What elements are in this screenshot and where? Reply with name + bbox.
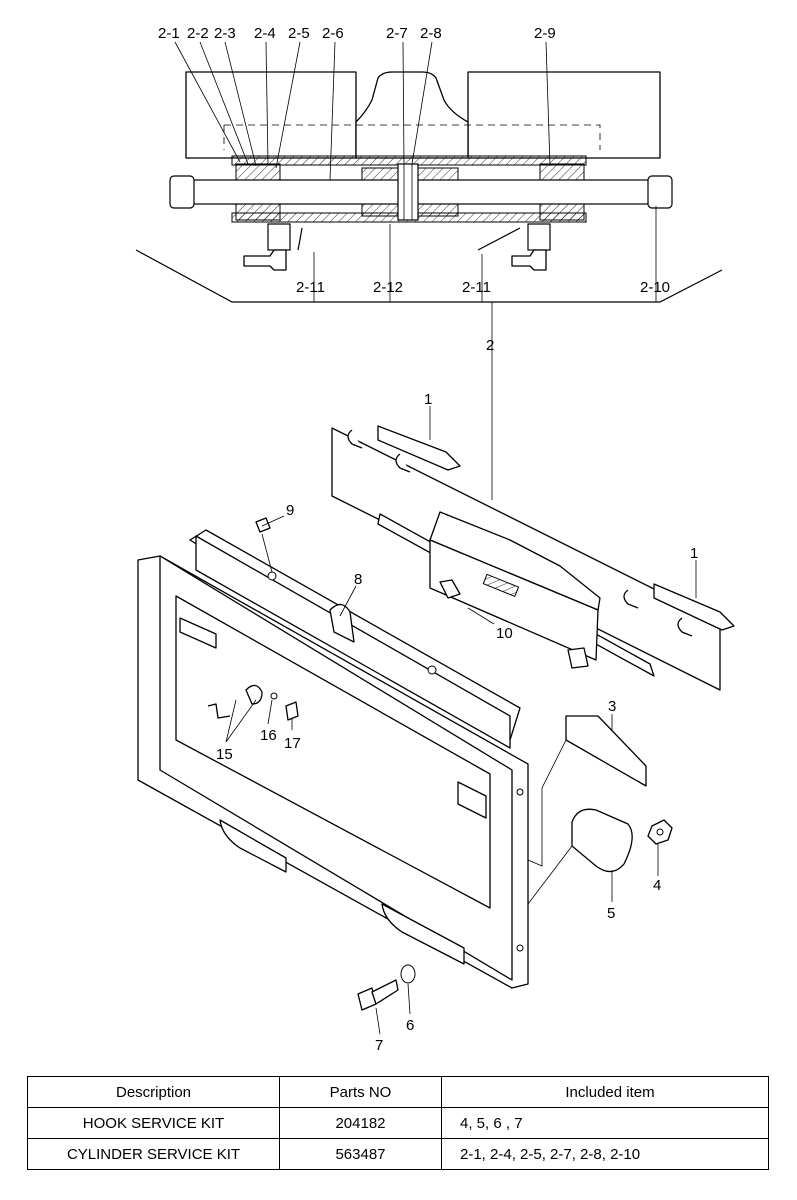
callout-2-8: 2-8 [420,25,442,42]
exploded-callout-labels: 1 1 9 8 10 3 15 16 17 4 5 6 7 [216,391,698,1054]
row-parts-no: 563487 [279,1138,442,1170]
row-description: CYLINDER SERVICE KIT [27,1138,280,1170]
callout-16: 16 [260,727,277,744]
row-included-item: 2-1, 2-4, 2-5, 2-7, 2-8, 2-10 [441,1138,769,1170]
callout-2-1: 2-1 [158,25,180,42]
header-parts-no: Parts NO [279,1076,442,1108]
table-row: HOOK SERVICE KIT 204182 4, 5, 6 , 7 [27,1107,769,1139]
cylinder-section-view [135,71,723,303]
top-callout-labels: 2-1 2-2 2-3 2-4 2-5 2-6 2-7 2-8 2-9 2-11… [158,25,670,354]
row-description: HOOK SERVICE KIT [27,1107,280,1139]
callout-7: 7 [375,1037,383,1054]
sideshift-cylinder-assembly [377,511,655,677]
callout-10: 10 [496,625,513,642]
row-parts-no: 204182 [279,1107,442,1139]
callout-5: 5 [607,905,615,922]
callout-2: 2 [486,337,494,354]
table-header-row: Description Parts NO Included item [27,1076,769,1108]
service-kit-table: Description Parts NO Included item HOOK … [27,1076,769,1170]
callout-2-10: 2-10 [640,279,670,296]
header-description: Description [27,1076,280,1108]
callout-2-3: 2-3 [214,25,236,42]
callout-9: 9 [286,502,294,519]
row-included-item: 4, 5, 6 , 7 [441,1107,769,1139]
carriage-frame [137,529,529,989]
callout-17: 17 [284,735,301,752]
callout-2-4: 2-4 [254,25,276,42]
callout-4: 4 [653,877,661,894]
callout-2-12: 2-12 [373,279,403,296]
callout-2-2: 2-2 [187,25,209,42]
callout-15: 15 [216,746,233,763]
callout-2-11-right: 2-11 [462,279,491,296]
exploded-leader-lines [225,406,697,1035]
table-row: CYLINDER SERVICE KIT 563487 2-1, 2-4, 2-… [27,1138,769,1170]
callout-2-6: 2-6 [322,25,344,42]
lower-hook-and-nut [571,808,673,873]
header-included-item: Included item [441,1076,769,1108]
callout-2-5: 2-5 [288,25,310,42]
callout-6: 6 [406,1017,414,1034]
callout-2-9: 2-9 [534,25,556,42]
spacer-block [565,715,647,787]
exploded-parts-diagram: 2-1 2-2 2-3 2-4 2-5 2-6 2-7 2-8 2-9 2-11… [135,25,735,1054]
callout-2-11-left: 2-11 [296,279,325,296]
callout-8: 8 [354,571,362,588]
fasteners [207,517,416,1011]
top-leader-lines [174,41,657,500]
callout-1-top: 1 [424,391,432,408]
callout-2-7: 2-7 [386,25,408,42]
callout-3: 3 [608,698,616,715]
callout-1-right: 1 [690,545,698,562]
